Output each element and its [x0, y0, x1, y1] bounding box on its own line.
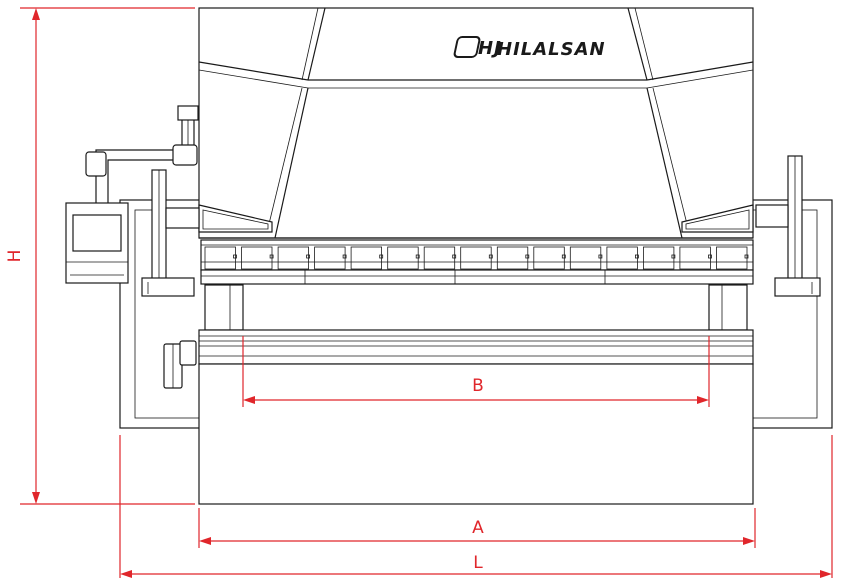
logo-mark-icon: HJ: [453, 36, 502, 59]
segment-clamp: [379, 254, 384, 259]
dimension-l-label: L: [473, 553, 483, 573]
dimension-l: L: [119, 435, 833, 578]
segment-clamp: [452, 254, 457, 259]
segment-clamp: [525, 254, 530, 259]
segment-clamp: [708, 254, 712, 259]
upper-housing: [198, 7, 754, 239]
right-side-plate: [755, 155, 821, 297]
left-side-plate: [141, 169, 200, 297]
segment-clamp: [233, 254, 237, 259]
segment-clamp: [342, 254, 347, 259]
segment-clamp: [306, 254, 311, 259]
dimension-h: H: [5, 7, 195, 505]
segment-clamp: [269, 254, 274, 259]
segment-clamp: [671, 254, 676, 259]
foot-pedal: [163, 340, 197, 389]
dimension-a: A: [198, 508, 756, 548]
dimension-b-label: B: [472, 376, 484, 396]
hydraulic-pipe: [85, 105, 199, 205]
segment-clamp: [415, 254, 420, 259]
logo-text: HILALSAN: [497, 39, 606, 60]
segment-clamp: [598, 254, 603, 259]
upper-tool-segments: [200, 239, 754, 285]
logo-mark: HJ: [478, 38, 502, 59]
dimension-h-label: H: [5, 250, 25, 263]
segment-clamp: [561, 254, 566, 259]
control-panel: [65, 202, 129, 284]
lower-beam: [198, 329, 754, 505]
dimension-b: B: [242, 336, 710, 407]
side-columns: [204, 284, 748, 331]
segment-clamp: [635, 254, 639, 259]
dimension-a-label: A: [472, 518, 484, 538]
segment-clamp: [488, 254, 493, 259]
segment-clamp: [744, 254, 749, 259]
brand-logo: HJ HILALSAN: [453, 36, 606, 60]
